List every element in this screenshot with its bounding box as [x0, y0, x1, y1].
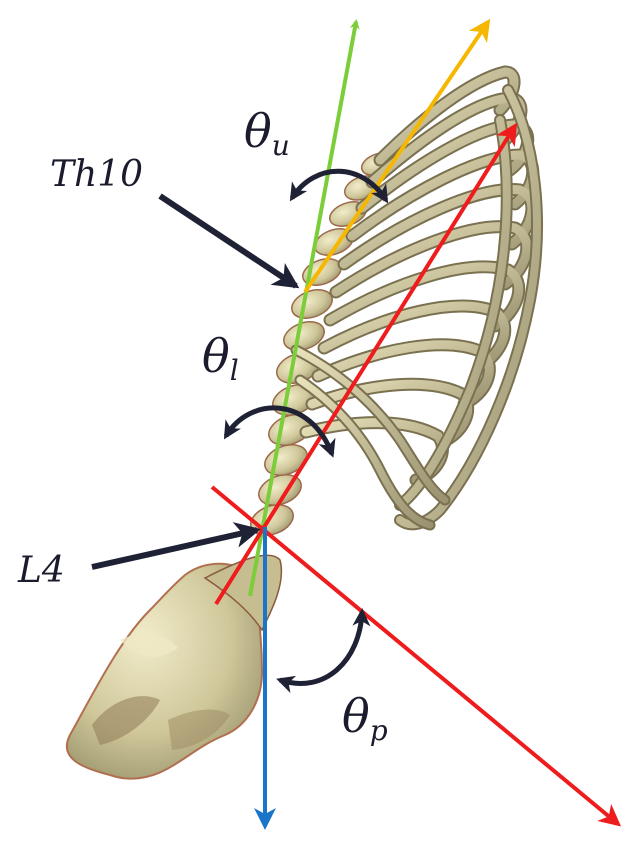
th10-label: Th10	[50, 154, 143, 195]
pelvic-angle-label: θp	[342, 689, 388, 747]
th10-pointer-arrow-icon	[160, 196, 296, 286]
lower-angle-label: θl	[202, 329, 239, 387]
l4-label: L4	[17, 550, 65, 591]
l4-pointer-arrow-icon	[92, 530, 257, 567]
pelvis-illustration	[67, 555, 282, 778]
upper-angle-label: θu	[244, 104, 290, 162]
pelvic-angle-arc-icon	[280, 612, 362, 684]
pelvis-axis-red	[212, 487, 618, 824]
